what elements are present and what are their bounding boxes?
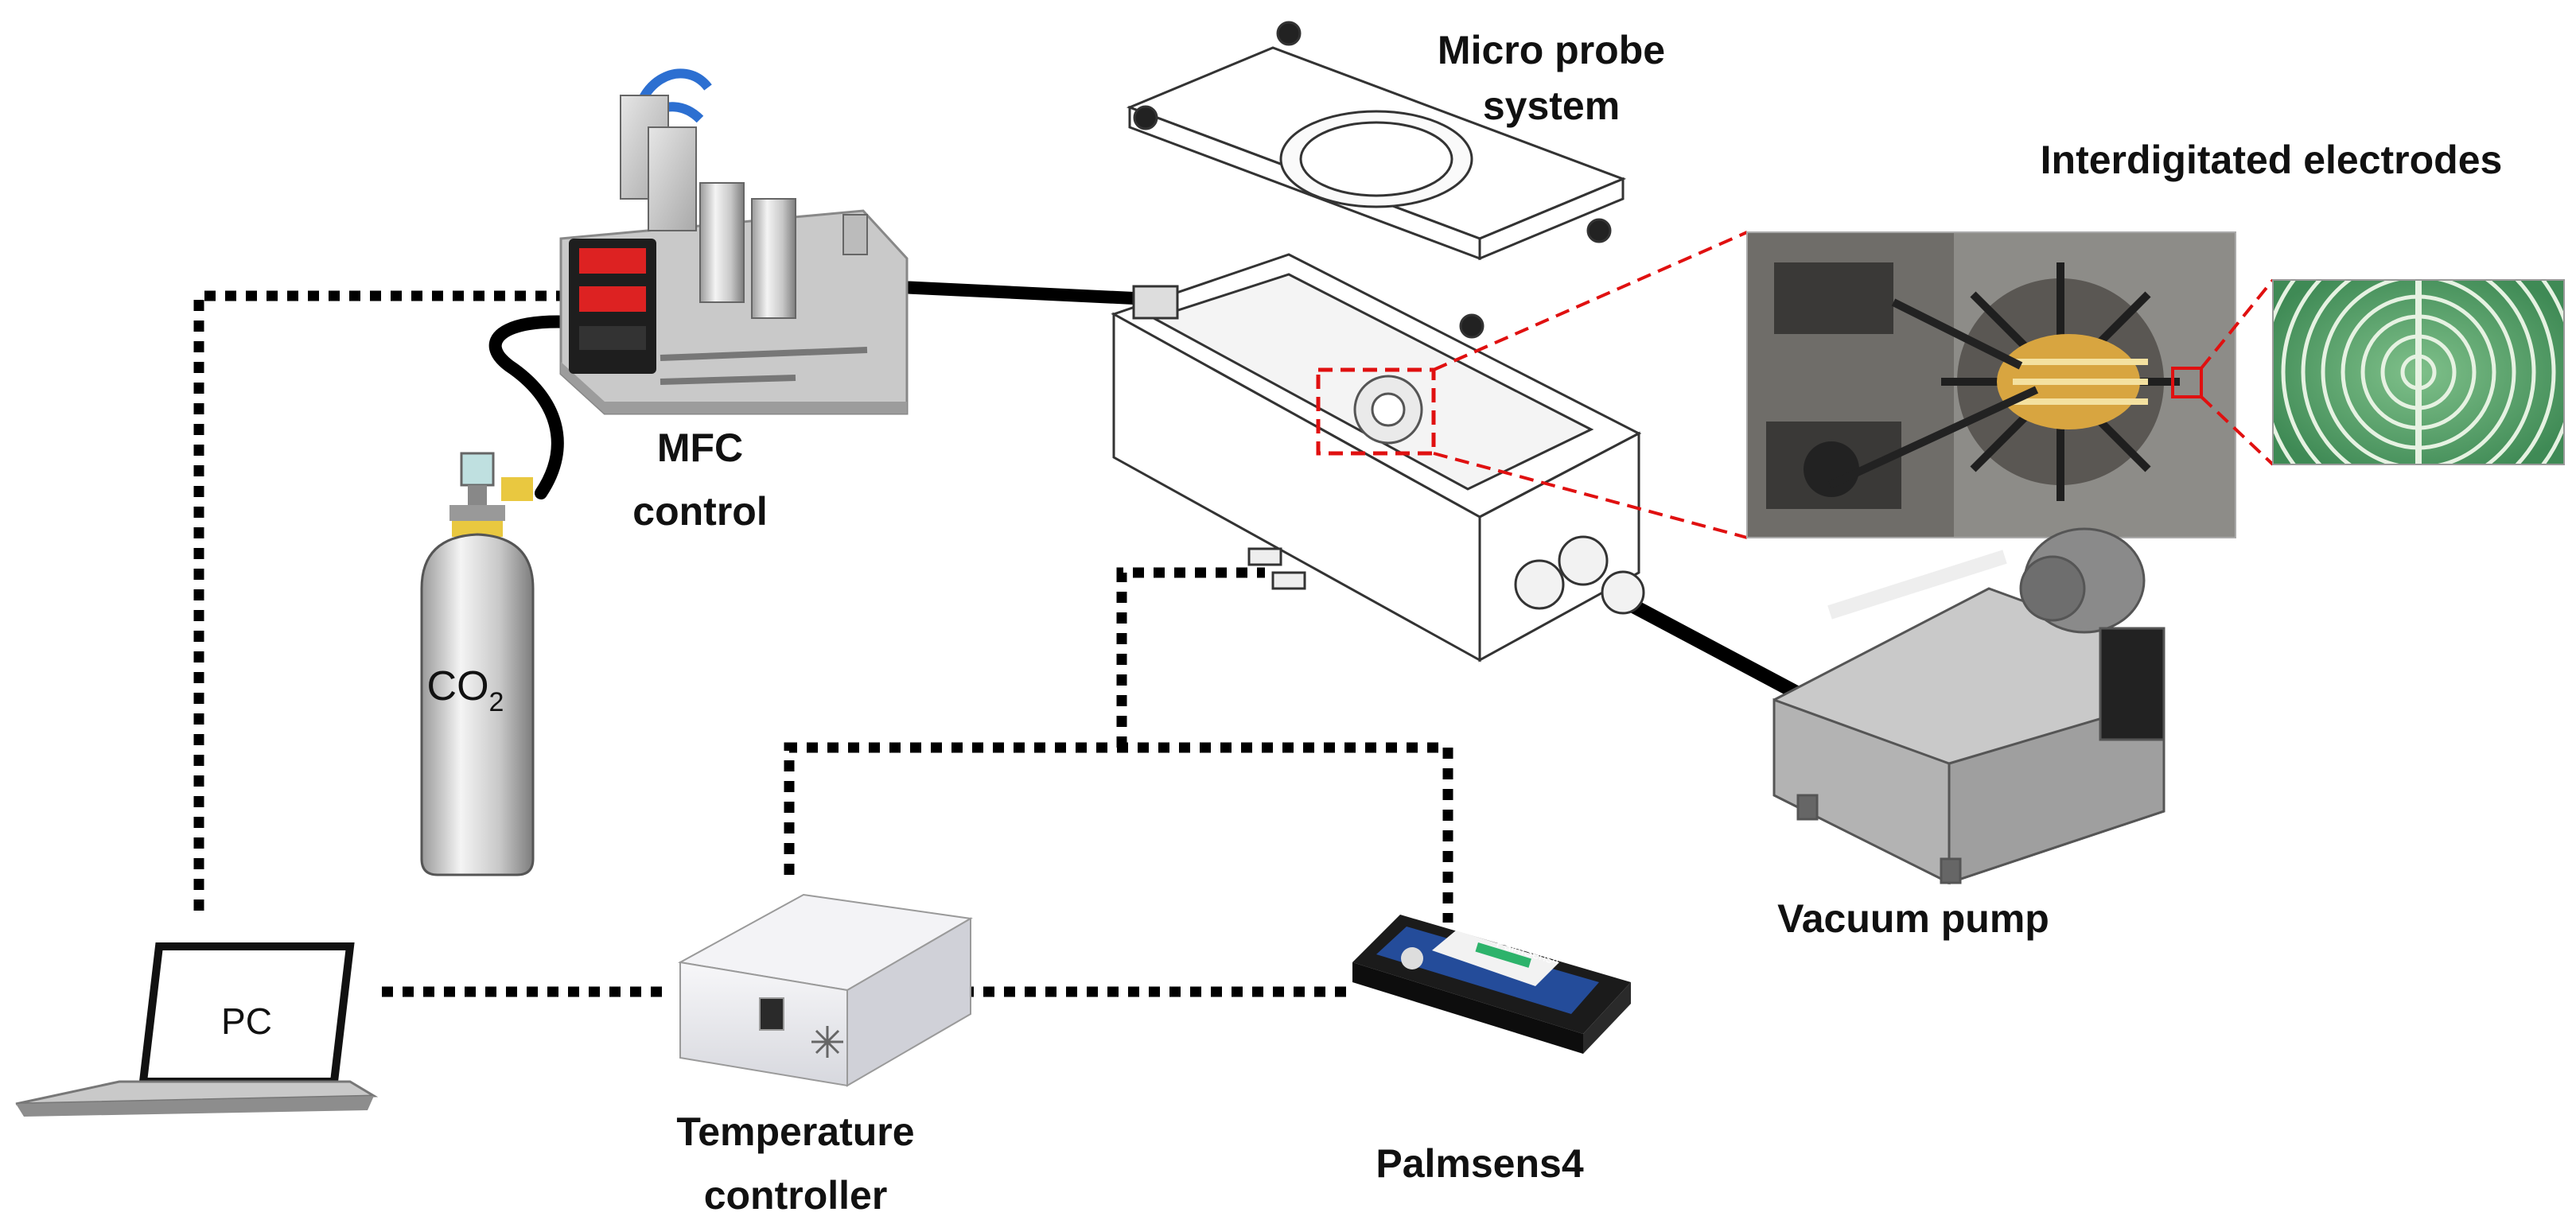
label-pc: PC <box>221 1000 272 1042</box>
electrode-zoom-box <box>2171 367 2203 398</box>
palmsens4-device <box>1352 915 1631 1054</box>
label-palmsens4: Palmsens4 <box>1376 1141 1583 1186</box>
labels: Micro probe system Interdigitated electr… <box>632 28 2502 1218</box>
zoom-callout-lines <box>1433 231 1748 539</box>
link-temp-bus <box>784 742 1453 923</box>
link-bus-probe <box>1116 567 1265 748</box>
hose-mfc-probe <box>877 280 1140 305</box>
dotted-connections <box>193 290 1453 997</box>
ide-microscope-frame <box>2272 279 2565 465</box>
micro-probe-system <box>1111 21 1645 662</box>
probe-zoom-box <box>1316 367 1436 456</box>
electrode-callout-lines <box>2200 278 2274 466</box>
hose-co2-mfc <box>488 315 579 499</box>
label-mfc-line2: control <box>632 489 767 534</box>
label-mfc-line1: MFC <box>657 425 743 470</box>
vacuum-pump <box>1772 527 2165 885</box>
label-micro-probe-line2: system <box>1483 84 1620 128</box>
hoses <box>488 280 1817 707</box>
label-vacuum-pump: Vacuum pump <box>1777 896 2049 941</box>
ide-microscope-image <box>2273 280 2564 464</box>
label-co2-sub: 2 <box>489 687 504 717</box>
electrode-photo-frame <box>1746 231 2236 538</box>
electrode-photo <box>1747 232 2236 538</box>
label-temp-line2: controller <box>704 1173 888 1218</box>
label-temp-line1: Temperature <box>676 1109 914 1154</box>
label-micro-probe-line1: Micro probe <box>1438 28 1665 72</box>
laptop-pc <box>15 942 379 1117</box>
mfc-control-unit <box>559 68 909 415</box>
co2-cylinder <box>420 452 535 876</box>
label-co2-base: CO <box>427 663 489 709</box>
hose-probe-pump <box>1616 593 1817 707</box>
label-co2: CO2 <box>427 663 504 717</box>
temperature-controller <box>677 893 973 1087</box>
label-interdigitated: Interdigitated electrodes <box>2041 138 2503 182</box>
